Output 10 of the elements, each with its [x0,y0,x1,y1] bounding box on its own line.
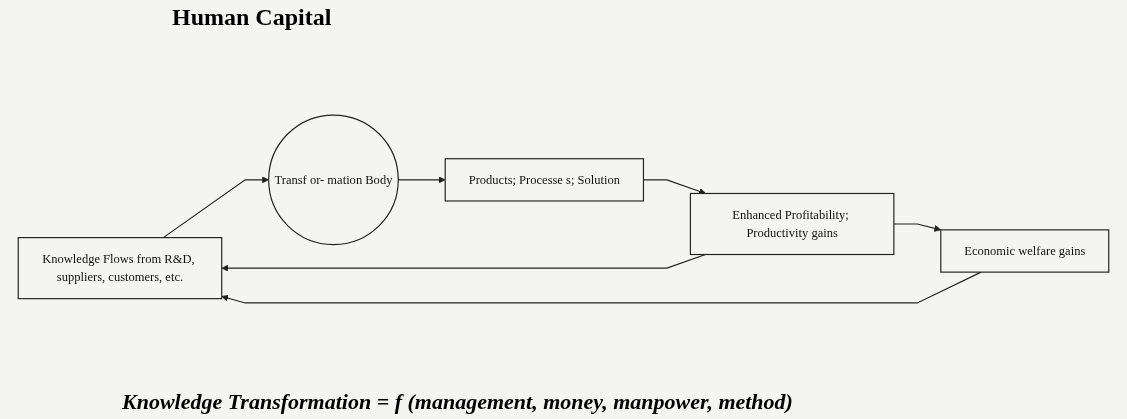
arrow [162,176,269,239]
node-box: Enhanced Profitability; Productivity gains [689,192,895,256]
node-circle: Transf or- mation Body [268,114,399,246]
node-box: Products; Processe s; Solution [444,158,645,202]
node-box: Economic welfare gains [940,229,1110,273]
arrow [893,223,942,232]
diagram-title: Human Capital [172,4,333,31]
node-box: Knowledge Flows from R&D, suppliers, customers, etc. [17,237,223,300]
arrow [221,271,982,304]
formula-caption: Knowledge Transformation = f (management, money, manpower, method) [122,389,794,415]
